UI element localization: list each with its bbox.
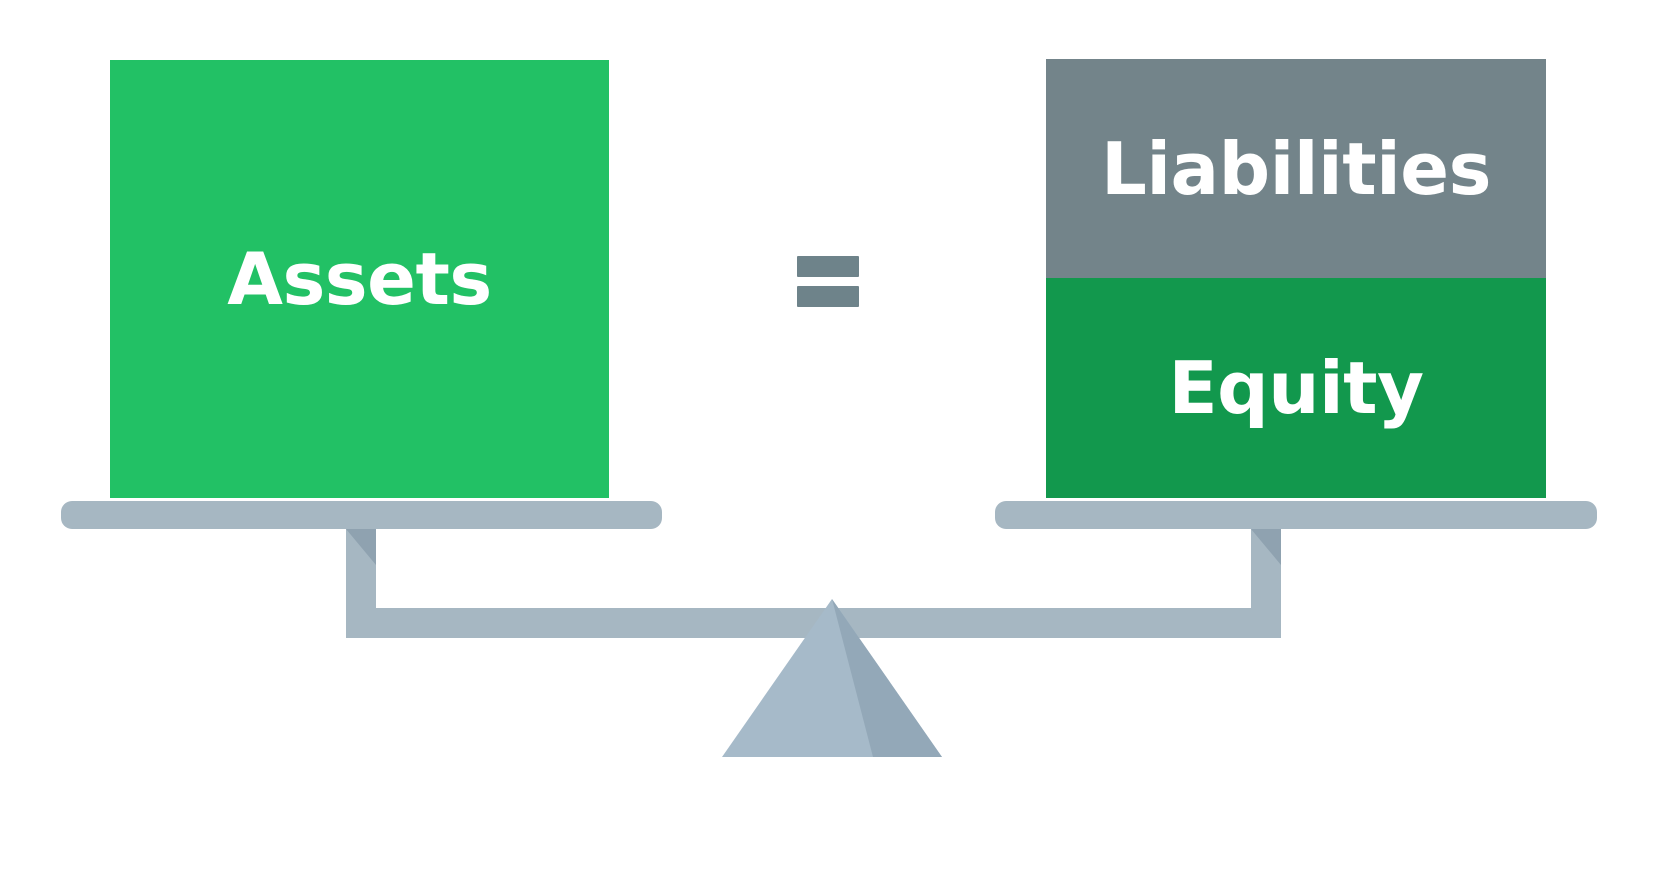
assets-label: Assets: [227, 237, 492, 321]
assets-block: Assets: [110, 60, 609, 498]
fulcrum-right-face: [832, 599, 942, 757]
equals-sign-icon: [797, 256, 859, 307]
balance-beam: [346, 600, 1281, 638]
left-pan-bar: [61, 501, 662, 529]
right-pan-bar: [995, 501, 1597, 529]
equity-block: Equity: [1046, 278, 1546, 498]
beam-right-corner: [1251, 608, 1281, 638]
equals-bar-top: [797, 256, 859, 277]
equals-bar-bottom: [797, 286, 859, 307]
liabilities-block: Liabilities: [1046, 59, 1546, 278]
liabilities-label: Liabilities: [1100, 126, 1492, 211]
right-rod-shadow: [1251, 529, 1281, 565]
left-rod-shadow: [346, 529, 376, 565]
equity-label: Equity: [1168, 346, 1424, 430]
